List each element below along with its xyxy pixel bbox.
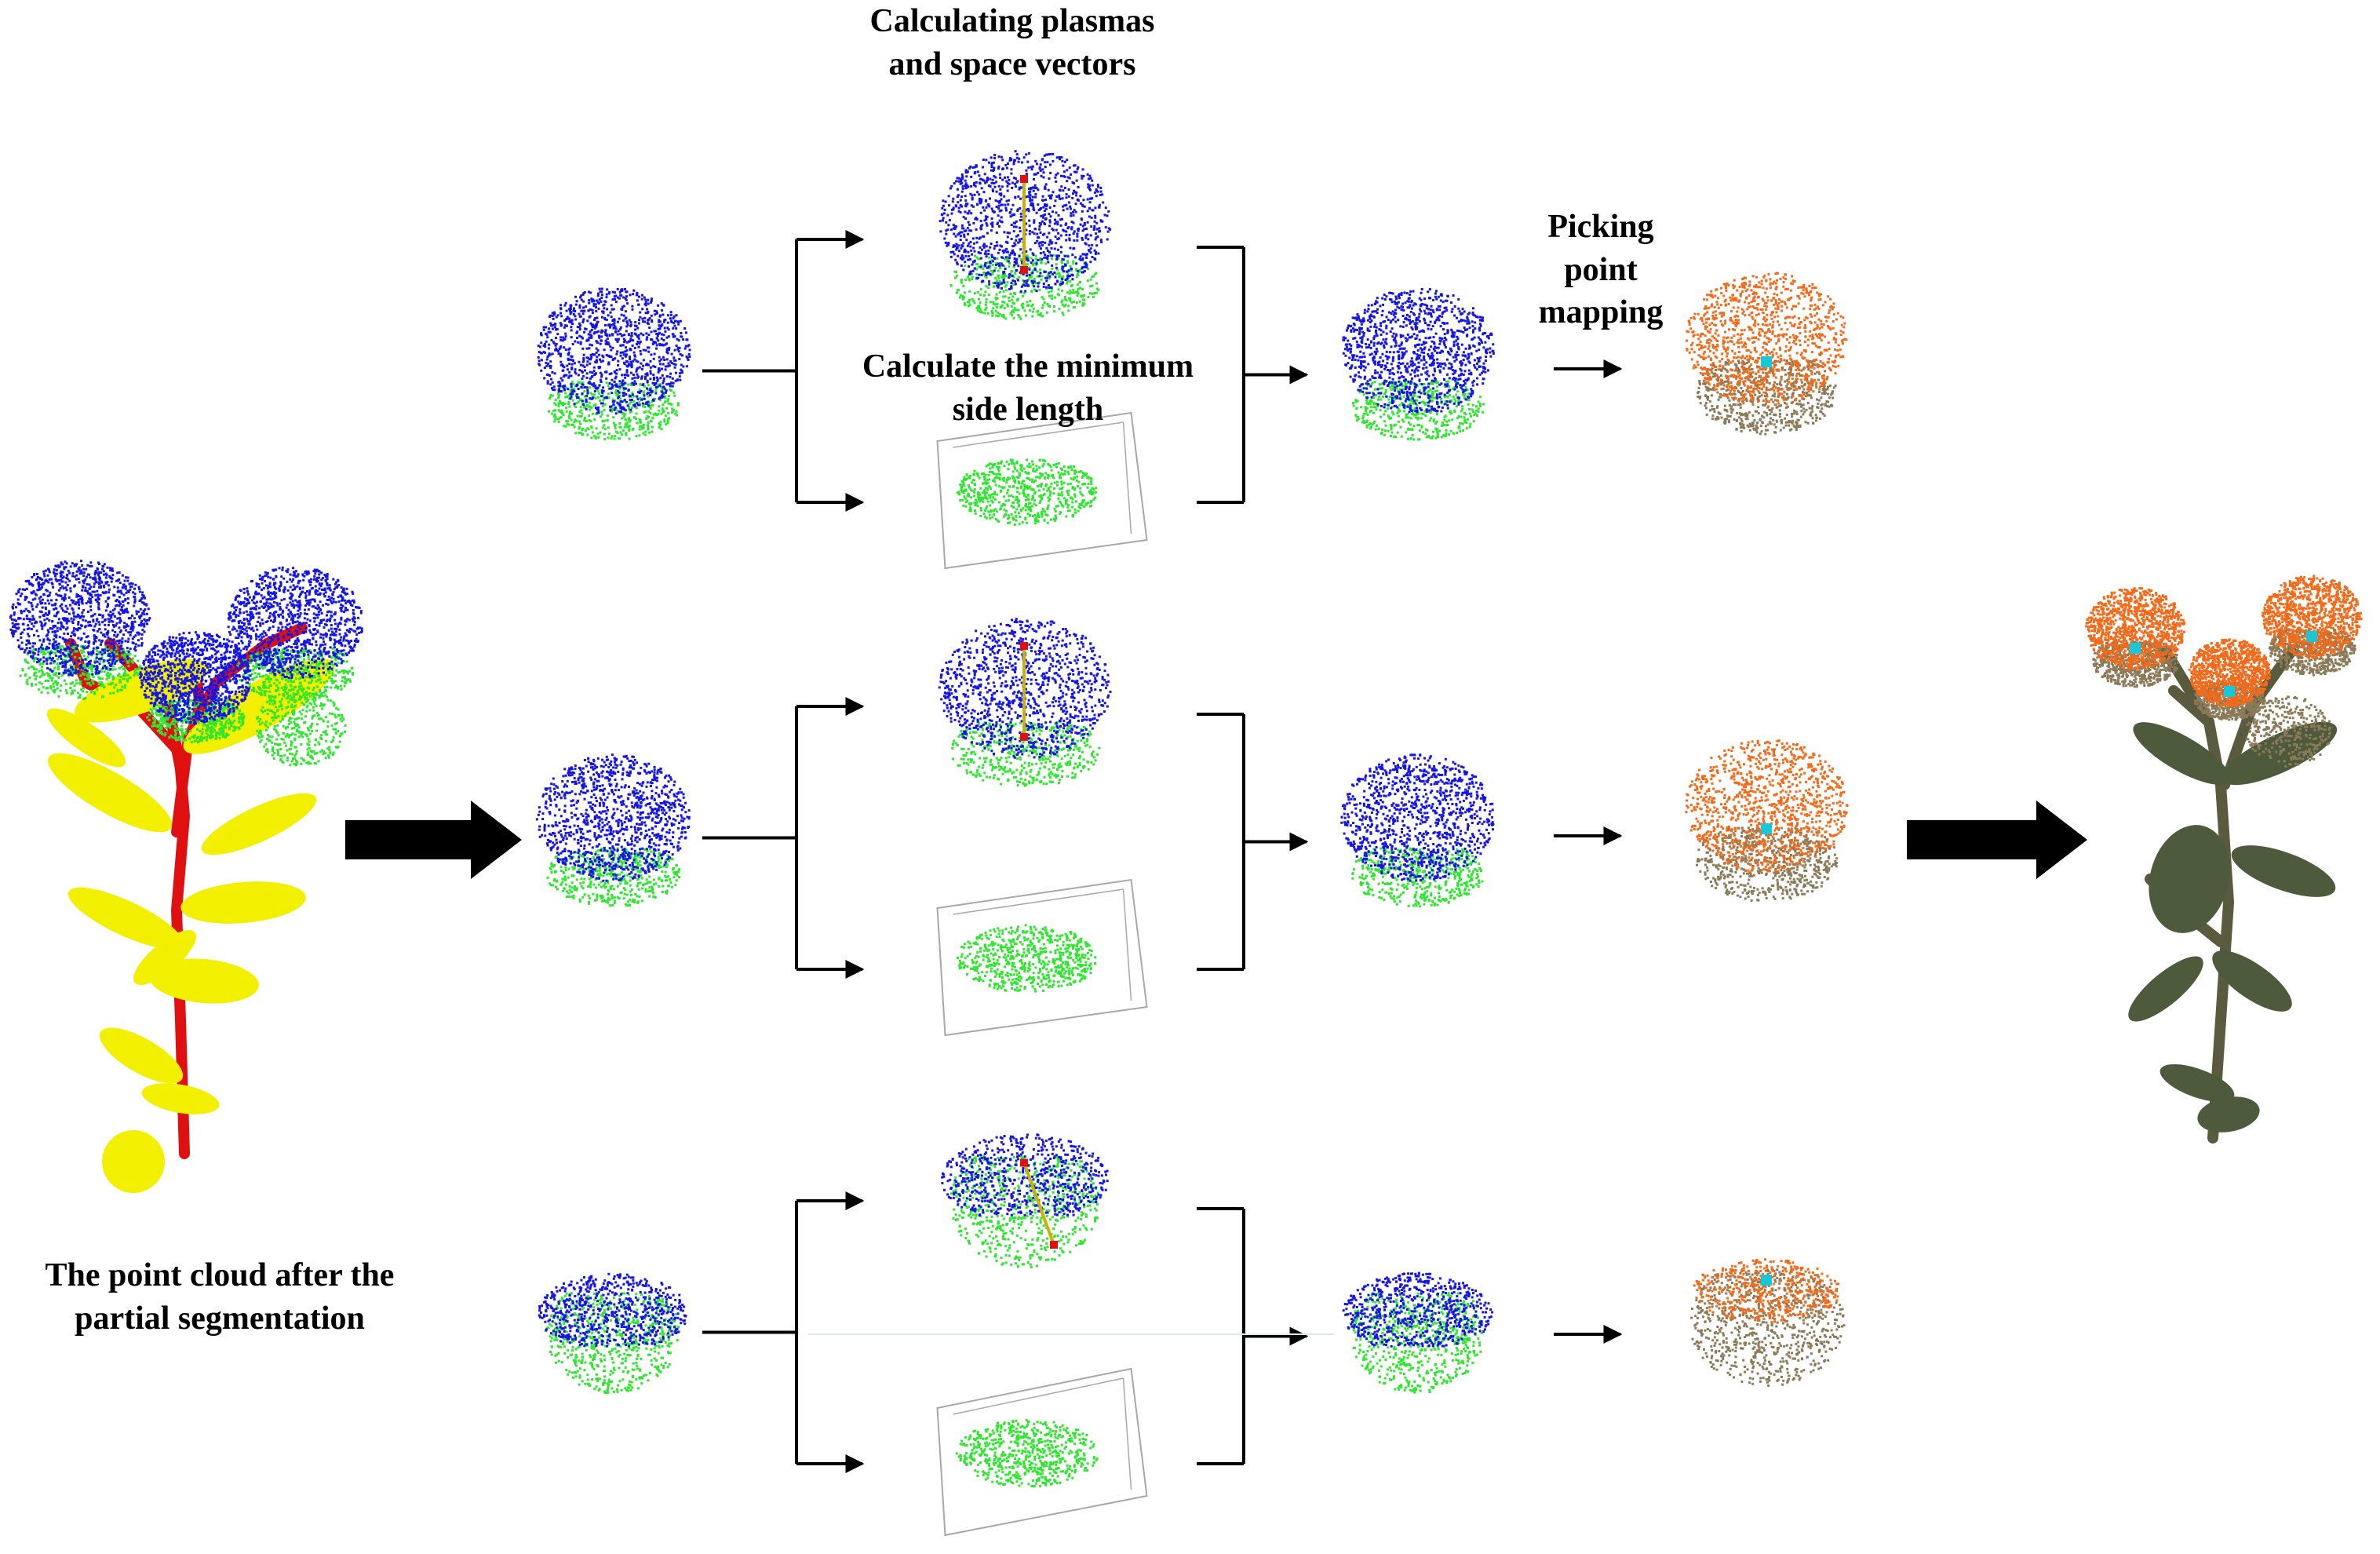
leaf-6 <box>67 887 184 950</box>
big-arrow-right <box>1907 801 2087 879</box>
merge-bracket <box>1197 246 1309 504</box>
minimum-bounding-box <box>936 878 1148 1037</box>
flower-point-cloud <box>1340 753 1495 908</box>
base-with-bounding-box <box>936 878 1148 1037</box>
plasma-point <box>1020 642 1028 650</box>
picking-point-marker <box>2306 631 2317 642</box>
label-point-cloud-caption: The point cloud after the partial segmen… <box>8 1254 432 1340</box>
row-3 <box>538 1133 1846 1537</box>
split-bracket <box>702 230 865 512</box>
flower-with-space-vector <box>938 618 1112 787</box>
flower-point-cloud <box>139 631 252 744</box>
minimum-bounding-box <box>936 411 1148 570</box>
merge-bracket <box>1197 1207 1309 1465</box>
big-flow-arrows <box>345 801 2087 879</box>
row-2 <box>535 618 1849 1037</box>
big-arrow-left <box>345 801 522 879</box>
vector-end-point <box>1020 265 1028 274</box>
flower-point-cloud <box>1342 288 1495 441</box>
plant-leaf-7 <box>2159 1063 2235 1103</box>
leaf-8 <box>99 1027 184 1084</box>
split-bracket <box>702 697 865 979</box>
flower-point-cloud <box>538 1272 687 1394</box>
flower-point-cloud <box>9 560 151 700</box>
mapped-flower-point-cloud <box>2085 587 2186 688</box>
vector-end-point <box>1020 732 1028 741</box>
flower-point-cloud <box>1342 1271 1494 1394</box>
row-1 <box>537 150 1848 570</box>
flower-point-cloud <box>537 287 691 441</box>
mapped-flower-point-cloud <box>2188 638 2272 721</box>
mapped-flower-point-cloud <box>2261 575 2363 677</box>
leaf-5 <box>180 881 306 924</box>
processing-rows <box>535 150 1849 1537</box>
minimum-bounding-box <box>936 1367 1148 1537</box>
space-vector-line <box>1022 1162 1055 1246</box>
plant-leaf-4 <box>2231 845 2336 897</box>
leaf-12 <box>46 708 126 768</box>
plasma-point <box>1020 175 1028 183</box>
label-picking-point-mapping: Picking point mapping <box>1507 206 1695 334</box>
merge-bracket <box>1197 713 1309 971</box>
picking-point-marker <box>2224 686 2235 697</box>
picking-point-marker <box>1761 1275 1772 1286</box>
stem-1 <box>104 638 191 1159</box>
flower-with-space-vector <box>939 150 1112 320</box>
mapped-flower-point-cloud <box>1685 739 1849 902</box>
plant-stem-3 <box>2168 685 2214 728</box>
flower-with-space-vector <box>941 1133 1109 1269</box>
mapped-flower-point-cloud <box>1690 1258 1846 1387</box>
mapped-flower-point-cloud <box>1686 272 1848 436</box>
picking-point-marker <box>2130 643 2141 654</box>
leaf-3 <box>47 753 173 833</box>
base-with-bounding-box <box>936 1367 1148 1537</box>
flower-point-cloud <box>227 566 363 702</box>
label-calculate-min-side: Calculate the minimum side length <box>816 345 1240 431</box>
picking-point-marker <box>1761 356 1772 367</box>
label-calculating-plasmas: Calculating plasmas and space vectors <box>785 0 1240 86</box>
leaf-7 <box>149 958 259 1004</box>
base-with-bounding-box <box>936 411 1148 570</box>
leaf-10 <box>102 1130 165 1193</box>
leaf-4 <box>201 793 317 855</box>
plasma-point <box>1020 1158 1028 1167</box>
split-bracket <box>702 1191 865 1473</box>
plant-leaf-3 <box>2149 825 2230 933</box>
mapped-plant-point-cloud <box>2085 575 2363 1144</box>
plant-leaf-6 <box>2212 950 2292 1012</box>
flower-point-cloud <box>535 753 691 907</box>
picking-point-marker <box>1761 823 1772 834</box>
plant-leaf-8 <box>2197 1096 2260 1133</box>
leaf-9 <box>141 1083 220 1114</box>
plant-leaf-5 <box>2128 956 2203 1022</box>
vector-end-point <box>1050 1241 1058 1249</box>
leaf-11 <box>133 930 197 985</box>
segmented-plant-point-cloud <box>9 560 363 1193</box>
plant-leaf-1 <box>2133 722 2230 785</box>
